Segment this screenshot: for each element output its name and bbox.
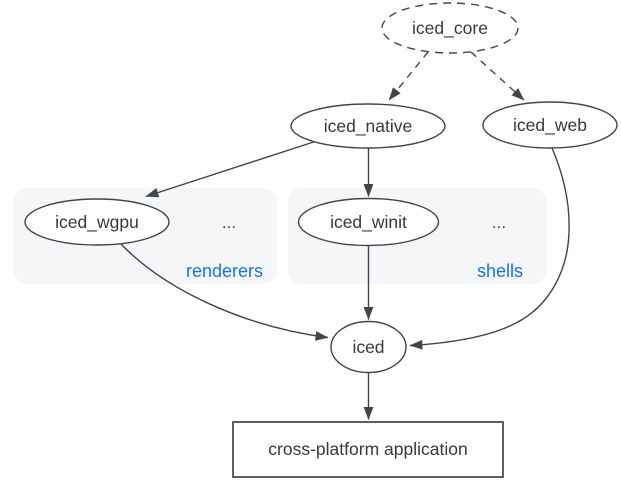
application-rect (232, 421, 504, 478)
iced-web-label: iced_web (513, 115, 587, 136)
edge-iced-core-to-iced-native (388, 51, 429, 101)
iced-core-ellipse (381, 2, 519, 54)
node-iced-core: iced_core (381, 2, 519, 54)
shells-group-label: shells (477, 261, 523, 281)
iced-wgpu-ellipse (24, 198, 170, 246)
iced-native-label: iced_native (324, 116, 413, 137)
edge-iced-wgpu-to-iced (120, 243, 329, 341)
node-iced-native: iced_native (290, 103, 446, 149)
iced-label: iced (352, 337, 384, 357)
iced-winit-label: iced_winit (330, 212, 407, 233)
application-label: cross-platform application (268, 439, 467, 459)
renderers-group-label: renderers (186, 261, 263, 281)
iced-ellipse (330, 320, 407, 374)
iced-native-ellipse (290, 103, 446, 149)
node-iced-web: iced_web (482, 101, 618, 149)
edge-iced-web-to-iced (409, 147, 570, 350)
node-iced-wgpu: iced_wgpu (24, 198, 170, 246)
iced-web-ellipse (482, 101, 618, 149)
renderers-ellipsis: ... (222, 213, 236, 232)
node-application: cross-platform application (232, 421, 504, 478)
node-iced: iced (330, 320, 407, 374)
iced-wgpu-label: iced_wgpu (55, 212, 139, 233)
edge-iced-native-to-iced-wgpu (145, 140, 316, 198)
edge-iced-core-to-iced-web (470, 51, 525, 101)
iced-core-label: iced_core (412, 18, 488, 39)
node-iced-winit: iced_winit (297, 197, 440, 247)
iced-winit-ellipse (297, 197, 440, 247)
shells-ellipsis: ... (492, 213, 506, 232)
